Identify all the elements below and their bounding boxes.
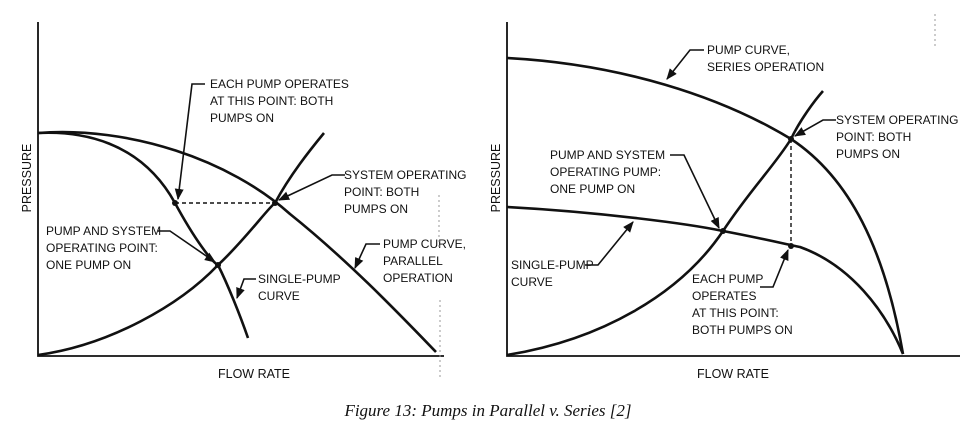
left-one-pump-label: PUMP AND SYSTEM OPERATING POINT: ONE PUM… (46, 224, 164, 272)
left-axes (37, 22, 444, 357)
left-each-pump-point (172, 200, 178, 206)
left-one-pump-leader (158, 230, 216, 263)
left-system-point-line-1: SYSTEM OPERATING (344, 168, 466, 182)
series-diagram: PRESSURE FLOW RATE PUMP CURVE, SERIES OP… (489, 14, 962, 381)
right-single-pump-label: SINGLE-PUMP CURVE (511, 258, 597, 289)
right-single-pump-line-1: SINGLE-PUMP (511, 258, 594, 272)
right-one-pump-line-1: PUMP AND SYSTEM (550, 148, 665, 162)
figure-caption: Figure 13: Pumps in Parallel v. Series [… (343, 401, 631, 420)
right-series-curve-line-2: SERIES OPERATION (707, 60, 824, 74)
right-each-pump-line-2: OPERATES (692, 289, 756, 303)
right-each-pump-label: EACH PUMP OPERATES AT THIS POINT: BOTH P… (692, 272, 793, 337)
right-single-pump-curve (506, 205, 905, 355)
right-system-point-line-3: PUMPS ON (836, 147, 900, 161)
left-parallel-curve-line-3: OPERATION (383, 271, 453, 285)
right-system-point-label: SYSTEM OPERATING POINT: BOTH PUMPS ON (836, 113, 962, 161)
left-single-pump-curve (37, 131, 250, 339)
left-system-point-line-3: PUMPS ON (344, 202, 408, 216)
left-y-axis-label: PRESSURE (20, 144, 34, 213)
parallel-diagram: PRESSURE FLOW RATE EACH PUMP OPERATES AT… (20, 22, 470, 381)
left-one-pump-line-1: PUMP AND SYSTEM (46, 224, 161, 238)
left-system-point-line-2: POINT: BOTH (344, 185, 419, 199)
left-one-pump-line-2: OPERATING POINT: (46, 241, 158, 255)
right-one-pump-point (720, 228, 726, 234)
left-each-pump-leader (174, 83, 205, 201)
left-system-point-label: SYSTEM OPERATING POINT: BOTH PUMPS ON (344, 168, 470, 216)
right-y-axis-label: PRESSURE (489, 144, 503, 213)
right-system-point-line-2: POINT: BOTH (836, 130, 911, 144)
right-one-pump-line-3: ONE PUMP ON (550, 182, 635, 196)
right-one-pump-label: PUMP AND SYSTEM OPERATING PUMP: ONE PUMP… (550, 148, 668, 196)
right-series-curve-leader (666, 49, 704, 80)
left-parallel-curve-line-2: PARALLEL (383, 254, 443, 268)
right-system-point-leader (794, 119, 836, 137)
right-x-axis-label: FLOW RATE (697, 367, 769, 381)
left-scan-artifact-line (438, 195, 441, 380)
left-parallel-curve-line-1: PUMP CURVE, (383, 237, 466, 251)
right-axes (506, 22, 960, 357)
right-each-pump-leader (760, 248, 789, 288)
left-x-axis-label: FLOW RATE (218, 367, 290, 381)
left-system-curve (37, 132, 326, 357)
right-single-pump-leader (585, 221, 634, 266)
left-system-point-leader (277, 174, 345, 201)
right-system-point (788, 136, 794, 142)
right-system-point-line-1: SYSTEM OPERATING (836, 113, 958, 127)
left-one-pump-point (215, 262, 221, 268)
left-single-pump-line-2: CURVE (258, 289, 300, 303)
left-each-pump-line-3: PUMPS ON (210, 111, 274, 125)
right-each-pump-line-1: EACH PUMP (692, 272, 763, 286)
left-system-point (272, 200, 278, 206)
left-each-pump-line-1: EACH PUMP OPERATES (210, 77, 349, 91)
left-one-pump-line-3: ONE PUMP ON (46, 258, 131, 272)
left-each-pump-line-2: AT THIS POINT: BOTH (210, 94, 333, 108)
right-system-curve (506, 90, 824, 357)
left-single-pump-leader (236, 278, 256, 300)
right-one-pump-leader (670, 154, 720, 230)
right-one-pump-line-2: OPERATING PUMP: (550, 165, 661, 179)
left-parallel-pump-curve (37, 130, 437, 353)
left-single-pump-line-1: SINGLE-PUMP (258, 272, 341, 286)
left-single-pump-label: SINGLE-PUMP CURVE (258, 272, 344, 303)
right-single-pump-line-2: CURVE (511, 275, 553, 289)
right-series-curve-label: PUMP CURVE, SERIES OPERATION (707, 43, 824, 74)
right-each-pump-point (788, 243, 794, 249)
left-parallel-curve-label: PUMP CURVE, PARALLEL OPERATION (383, 237, 469, 285)
right-each-pump-line-3: AT THIS POINT: (692, 306, 779, 320)
left-parallel-curve-leader (354, 243, 380, 270)
left-each-pump-label: EACH PUMP OPERATES AT THIS POINT: BOTH P… (210, 77, 352, 125)
right-series-curve-line-1: PUMP CURVE, (707, 43, 790, 57)
right-each-pump-line-4: BOTH PUMPS ON (692, 323, 793, 337)
